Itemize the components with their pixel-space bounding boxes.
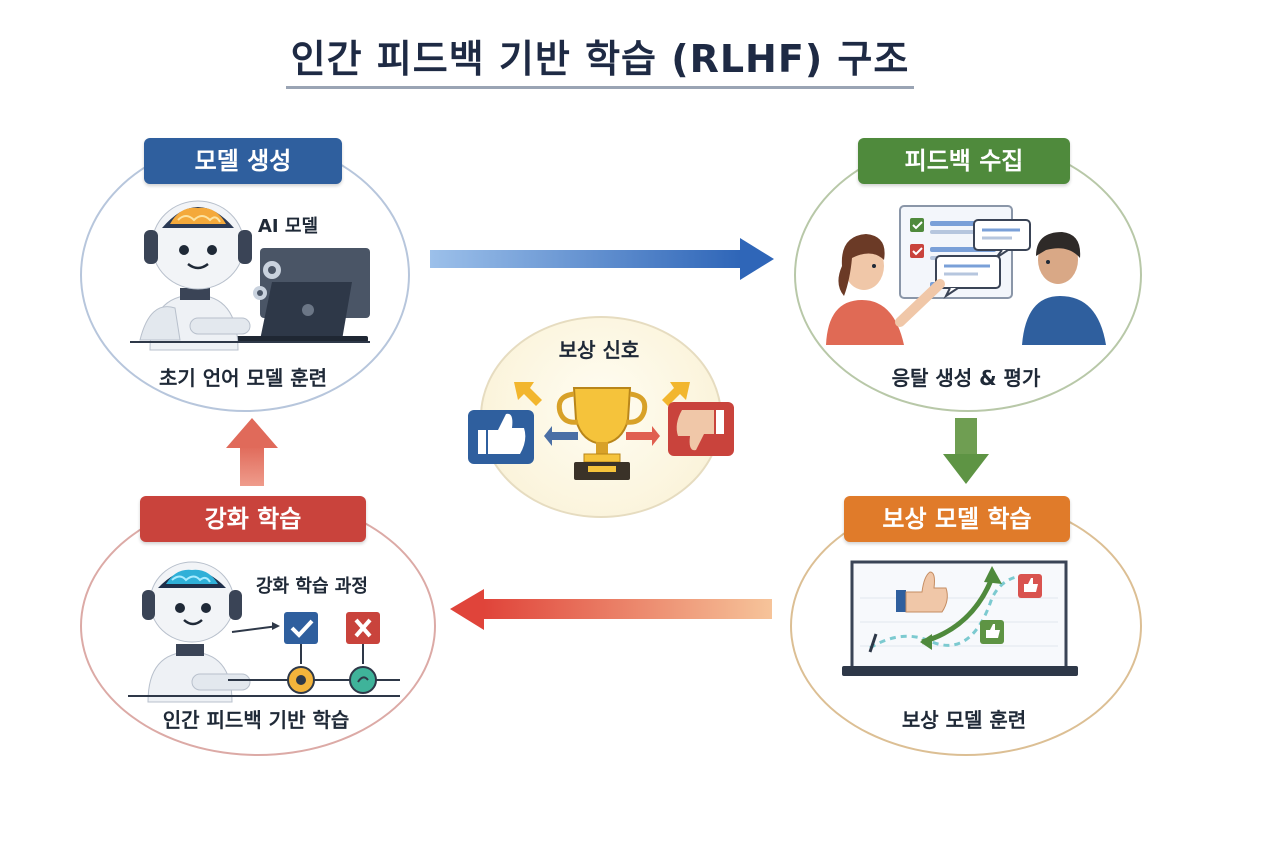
arrow-rl-to-model bbox=[226, 418, 278, 486]
reward-chart-illustration bbox=[842, 560, 1078, 676]
arrow-reward-to-rl bbox=[450, 589, 772, 630]
stage-label-reward-model: 보상 모델 학습 bbox=[844, 496, 1070, 542]
check-icon bbox=[284, 612, 318, 644]
stage-caption-model-creation: 초기 언어 모델 훈련 bbox=[158, 366, 328, 390]
people-feedback-illustration bbox=[826, 205, 1106, 345]
thumbs-down-icon bbox=[668, 402, 734, 456]
thumbs-up-small-icon bbox=[1018, 574, 1042, 598]
stage-label-reinforcement-learning: 강화 학습 bbox=[140, 496, 366, 542]
close-icon bbox=[346, 612, 380, 644]
stage-caption-feedback-collection: 응탈 생성 & 평가 bbox=[891, 366, 1041, 390]
speech-bubble-icon bbox=[935, 255, 1001, 299]
robot-rl-illustration bbox=[128, 561, 400, 703]
stage-label-model-creation: 모델 생성 bbox=[144, 138, 342, 184]
thumbs-up-hand-icon bbox=[896, 571, 948, 613]
arrow-model-to-feedback bbox=[430, 238, 774, 280]
robot-label: AI 모델 bbox=[258, 216, 319, 237]
stage-caption-reward-model: 보상 모델 훈련 bbox=[901, 708, 1027, 732]
stage-label-feedback-collection: 피드백 수집 bbox=[858, 138, 1070, 184]
thumbs-up-icon bbox=[468, 410, 534, 464]
reward-signal-label: 보상 신호 bbox=[558, 338, 640, 362]
gear-icon bbox=[253, 261, 281, 300]
reward-signal-illustration bbox=[468, 382, 734, 480]
robot-laptop-illustration bbox=[130, 200, 370, 351]
rl-process-label: 강화 학습 과정 bbox=[256, 576, 368, 597]
diagram-title: 인간 피드백 기반 학습 (RLHF) 구조 bbox=[290, 37, 910, 81]
thumbs-up-small-icon bbox=[980, 620, 1004, 644]
arrow-feedback-to-reward bbox=[943, 418, 989, 484]
trophy-icon bbox=[556, 387, 648, 480]
speech-bubble-icon bbox=[973, 219, 1031, 259]
stage-caption-reinforcement-learning: 인간 피드백 기반 학습 bbox=[162, 708, 350, 732]
title-underline bbox=[286, 86, 914, 89]
